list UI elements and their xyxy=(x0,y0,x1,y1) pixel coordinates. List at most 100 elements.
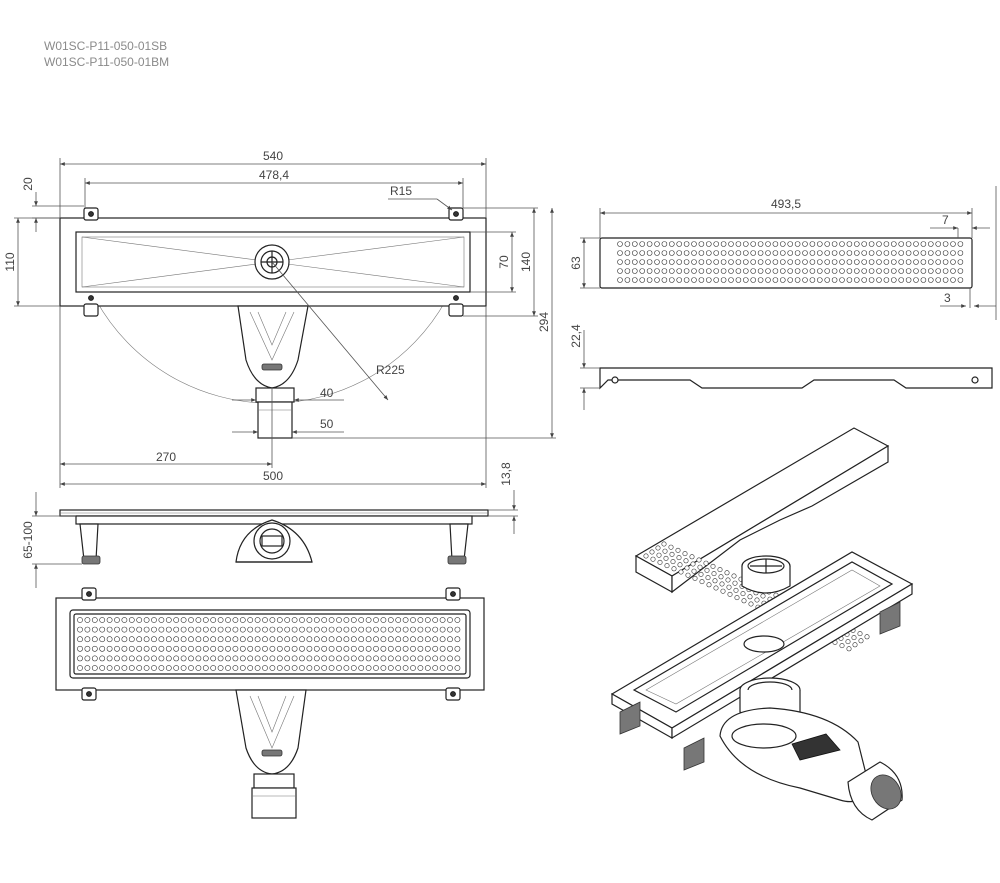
grate-hole xyxy=(299,655,305,662)
dim-500: 500 xyxy=(263,469,283,483)
grate-hole xyxy=(106,645,113,652)
grate-hole xyxy=(165,626,172,633)
grate-hole xyxy=(705,250,712,256)
grate-hole xyxy=(661,241,668,247)
grate-hole xyxy=(380,617,387,623)
grate-hole xyxy=(631,259,638,265)
grate-hole xyxy=(883,250,890,256)
grate-hole xyxy=(210,636,217,643)
grate-hole xyxy=(683,241,690,247)
grate-hole xyxy=(217,626,224,633)
grate-hole xyxy=(387,645,394,652)
grate-hole xyxy=(180,617,187,623)
grate-holes-front xyxy=(617,241,964,283)
grate-hole xyxy=(913,241,919,247)
grate-hole xyxy=(668,259,675,265)
product-codes: W01SC-P11-050-01SB W01SC-P11-050-01BM xyxy=(44,38,169,70)
grate-hole xyxy=(846,250,853,256)
grate-hole xyxy=(942,241,949,247)
grate-hole xyxy=(232,665,239,671)
grate-hole xyxy=(957,250,964,256)
grate-hole xyxy=(890,277,897,283)
product-code-2: W01SC-P11-050-01BM xyxy=(44,55,170,69)
grate-hole xyxy=(839,277,845,283)
grate-hole xyxy=(765,241,771,247)
grate-hole xyxy=(121,636,128,643)
grate-hole xyxy=(831,277,838,283)
grate-hole xyxy=(646,250,653,256)
grate-hole xyxy=(424,617,431,623)
grate-hole xyxy=(121,665,128,671)
grate-hole xyxy=(432,665,439,671)
grate-hole xyxy=(957,268,964,274)
grate-hole xyxy=(173,617,180,623)
grate-hole xyxy=(950,241,956,247)
grate-hole xyxy=(151,665,157,671)
grate-hole xyxy=(703,560,709,566)
grate-hole xyxy=(950,259,956,265)
grate-hole xyxy=(726,584,732,590)
grate-hole xyxy=(676,277,683,283)
grate-hole xyxy=(748,601,754,607)
grate-hole xyxy=(858,638,864,644)
grate-hole xyxy=(713,259,720,265)
side-view: 13,8 65-100 xyxy=(21,462,518,588)
grate-hole xyxy=(188,626,194,633)
grate-hole xyxy=(624,268,631,274)
channel-inner xyxy=(81,236,465,288)
grate-hole xyxy=(254,645,261,652)
grate-hole xyxy=(676,268,683,274)
grate-hole xyxy=(343,645,350,652)
dim-70: 70 xyxy=(497,255,511,269)
grate-hole xyxy=(824,277,831,283)
grate-hole xyxy=(225,626,231,633)
grate-hole xyxy=(668,268,675,274)
grate-hole xyxy=(868,241,875,247)
grate-hole xyxy=(757,268,764,274)
grate-hole xyxy=(306,626,313,633)
grate-hole xyxy=(395,617,402,623)
grate-hole xyxy=(683,259,690,265)
grate-hole xyxy=(890,259,897,265)
grate-hole xyxy=(728,241,734,247)
grate-hole xyxy=(802,268,808,274)
grate-hole xyxy=(846,268,853,274)
grate-hole xyxy=(321,655,328,662)
grate-hole xyxy=(239,665,246,671)
grate-hole xyxy=(284,655,291,662)
grate-hole xyxy=(779,241,786,247)
grate-hole xyxy=(772,277,779,283)
grate-hole xyxy=(876,268,882,274)
grate-hole xyxy=(410,636,416,643)
grate-hole xyxy=(202,665,209,671)
grate-hole xyxy=(202,617,209,623)
grate-hole xyxy=(262,626,268,633)
grate-hole xyxy=(128,617,135,623)
grate-hole xyxy=(432,626,439,633)
grate-hole xyxy=(269,636,276,643)
grate-hole xyxy=(957,277,964,283)
foot-bl xyxy=(83,303,99,317)
grate-hole xyxy=(114,655,120,662)
grate-profile xyxy=(599,367,993,390)
grate-hole xyxy=(655,545,661,551)
grate-hole xyxy=(853,241,860,247)
grate-hole xyxy=(387,626,394,633)
grate-hole xyxy=(787,277,794,283)
grate-hole xyxy=(668,277,675,283)
grate-hole xyxy=(927,277,934,283)
grate-hole xyxy=(247,617,254,623)
grate-hole xyxy=(269,665,276,671)
grate-hole xyxy=(136,645,143,652)
grate-hole xyxy=(313,636,320,643)
grate-hole xyxy=(664,563,670,569)
grate-hole xyxy=(728,268,734,274)
grate-hole xyxy=(646,277,653,283)
iso-grate-side xyxy=(671,444,889,594)
grate-hole xyxy=(395,636,402,643)
grate-hole xyxy=(84,655,91,662)
grate-hole xyxy=(691,259,697,265)
grate-hole xyxy=(913,277,919,283)
grate-hole xyxy=(424,665,431,671)
